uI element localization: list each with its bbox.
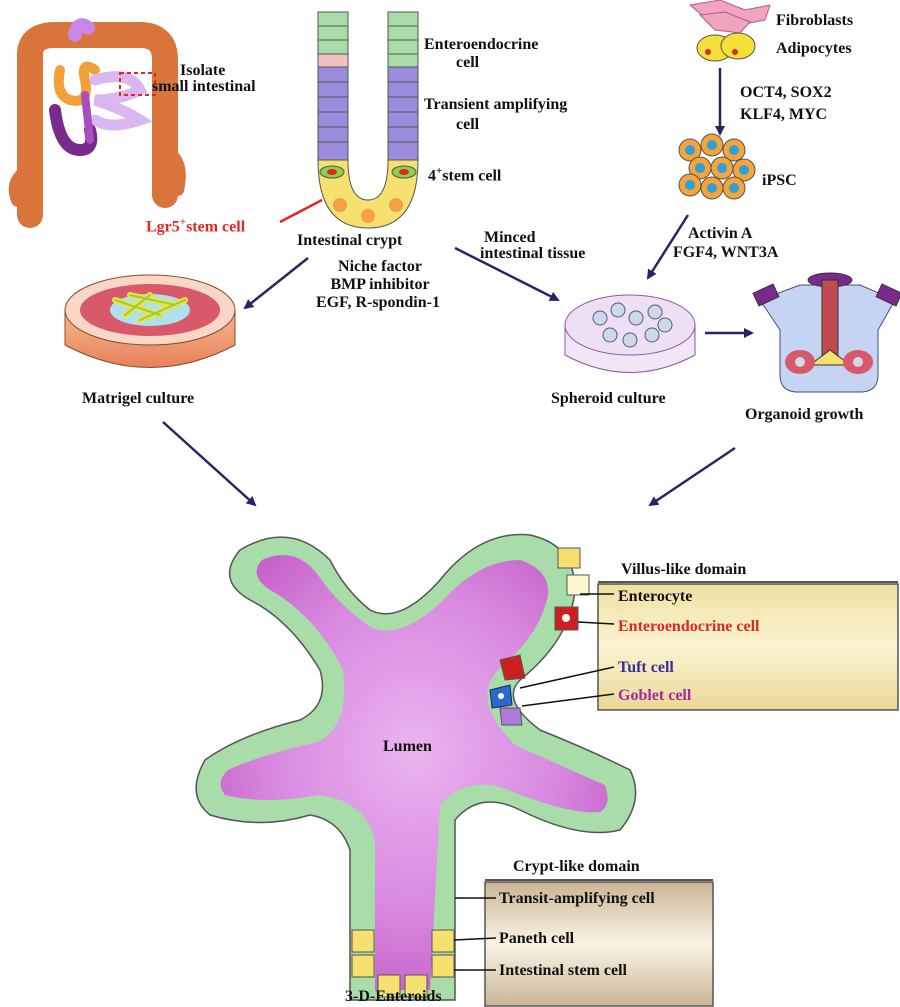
label-lgr5-rest: stem cell: [186, 218, 246, 236]
villus-item-tuft: Tuft cell: [618, 659, 674, 676]
villus-item-enteroendocrine: Enteroendocrine cell: [618, 618, 760, 635]
villus-item-enterocyte: Enterocyte: [618, 588, 693, 605]
label-4-sup: +: [436, 165, 443, 177]
crypt-item-paneth: Paneth cell: [499, 930, 575, 947]
label-klf4-myc: KLF4, MYC: [740, 106, 828, 123]
label-minced: Minced: [484, 229, 536, 246]
label-organoid-growth: Organoid growth: [745, 406, 864, 423]
cell-sources-illustration: [678, 0, 771, 200]
callout-lines: [453, 593, 615, 971]
bioreactor-flask: [752, 272, 900, 393]
label-small-intestinal: small intestinal: [152, 78, 256, 95]
label-lgr5-stem-cell: Lgr5+stem cell: [146, 214, 245, 235]
label-egf: EGF, R-spondin-1: [316, 294, 440, 311]
label-intestinal-tissue: intestinal tissue: [480, 245, 586, 262]
label-4: 4: [428, 167, 436, 185]
label-bmp-inhibitor: BMP inhibitor: [330, 276, 430, 293]
villus-title: Villus-like domain: [621, 561, 747, 578]
label-matrigel-culture: Matrigel culture: [82, 390, 195, 407]
crypt-illustration: [279, 11, 419, 229]
label-spheroid-culture: Spheroid culture: [551, 390, 666, 407]
label-fgf4-wnt3a: FGF4, WNT3A: [673, 244, 779, 261]
spheroid-dish: [564, 294, 696, 373]
label-activin-a: Activin A: [688, 225, 753, 242]
label-enteroendocrine-cell: cell: [456, 54, 480, 71]
label-enteroendocrine: Enteroendocrine: [424, 36, 539, 53]
label-lgr5-sup: +: [179, 216, 187, 228]
label-fibroblasts: Fibroblasts: [776, 12, 854, 29]
villus-domain-box: [597, 583, 899, 711]
label-lumen: Lumen: [383, 738, 432, 755]
label-adipocytes: Adipocytes: [776, 40, 852, 57]
matrigel-dish: [64, 274, 236, 368]
intestine-illustration: [8, 18, 186, 228]
crypt-item-transit: Transit-amplifying cell: [499, 890, 655, 907]
label-isolate: Isolate: [180, 62, 226, 79]
flow-arrows: [162, 68, 754, 507]
ipsc-cluster: [678, 133, 756, 200]
crypt-title: Crypt-like domain: [513, 858, 640, 875]
label-transient: Transient amplifying: [424, 96, 568, 113]
label-4-stem-cell: 4+stem cell: [428, 163, 501, 184]
crypt-item-stem: Intestinal stem cell: [499, 962, 627, 979]
label-niche-factor: Niche factor: [338, 258, 422, 275]
label-lgr5: Lgr5: [146, 218, 180, 236]
villus-item-goblet: Goblet cell: [618, 687, 692, 704]
label-3d-enteroids: 3-D-Enteroids: [345, 988, 442, 1005]
crypt-domain-box: [484, 881, 714, 1007]
label-oct4-sox2: OCT4, SOX2: [740, 84, 832, 101]
enteroid-star: [195, 533, 637, 1001]
label-4-rest: stem cell: [442, 167, 502, 185]
label-ipsc: iPSC: [762, 172, 797, 189]
label-intestinal-crypt: Intestinal crypt: [297, 232, 403, 249]
label-transient-cell: cell: [456, 116, 480, 133]
